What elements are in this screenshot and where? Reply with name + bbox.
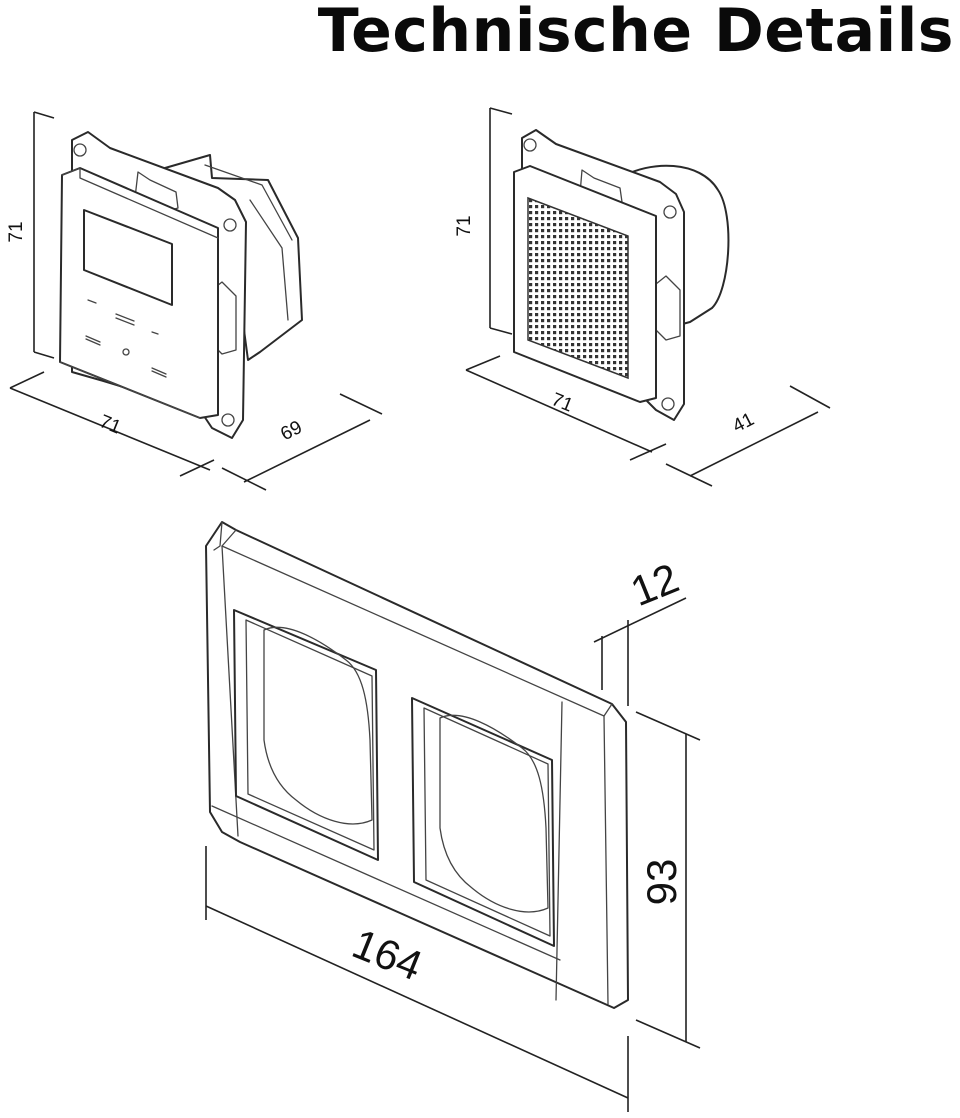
double-frame <box>205 521 629 1009</box>
speaker-grille <box>527 196 629 380</box>
frame-dimension-lines <box>205 597 701 1112</box>
speaker-dimension-lines <box>465 107 831 487</box>
speaker-depth-label: 41 <box>729 409 757 437</box>
radio-display <box>83 209 173 306</box>
frame-height-label: 93 <box>638 859 685 906</box>
radio-depth-label: 69 <box>277 417 305 445</box>
page-title: Technische Details <box>317 0 954 66</box>
speaker-height-label: 71 <box>454 215 475 236</box>
frame-width-label: 164 <box>346 920 429 990</box>
frame-depth-label: 12 <box>624 554 685 615</box>
speaker-device <box>513 129 730 421</box>
frame-opening-right <box>411 697 555 947</box>
radio-width-label: 71 <box>96 411 123 438</box>
radio-device <box>59 131 303 439</box>
frame-opening-left <box>233 609 379 861</box>
speaker-width-label: 71 <box>548 389 575 416</box>
radio-dimension-lines <box>9 111 383 491</box>
radio-height-label: 71 <box>6 221 27 242</box>
